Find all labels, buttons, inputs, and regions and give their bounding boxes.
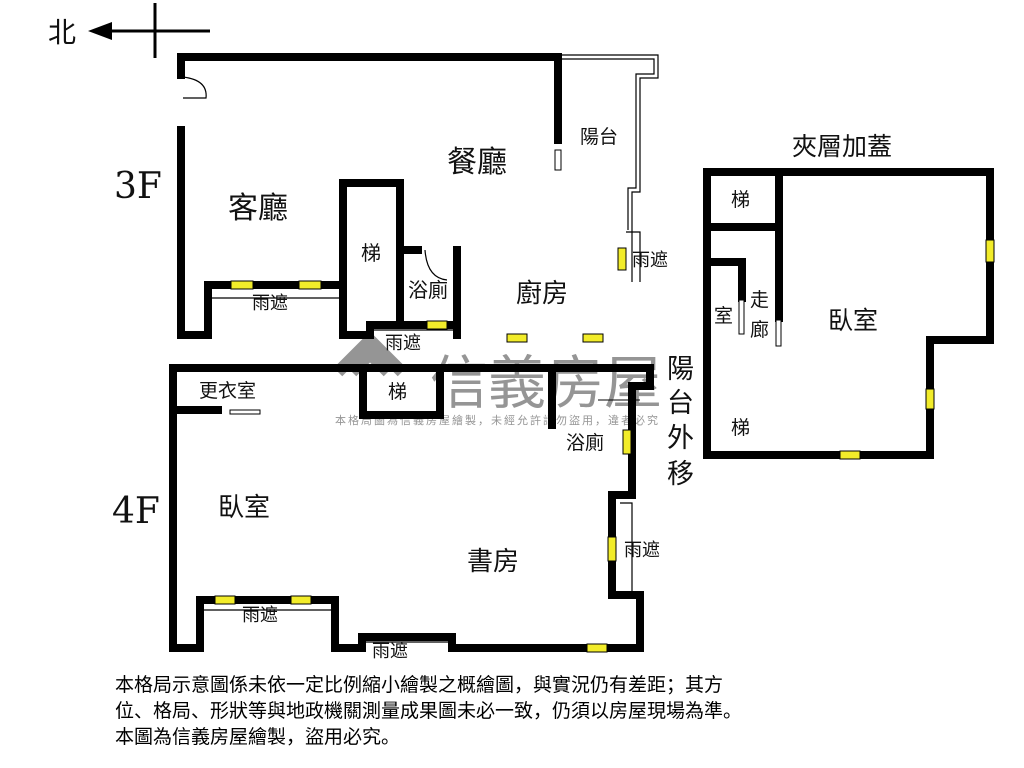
- window-icon: [586, 643, 608, 653]
- balcony-note-char: 陽: [667, 354, 694, 385]
- room-small: 室: [714, 305, 733, 327]
- window-icon: [925, 388, 935, 410]
- floor-label: 3F: [114, 166, 162, 207]
- window-icon: [985, 239, 995, 263]
- disclaimer-line: 本格局示意圖係未依一定比例縮小繪製之概繪圖，與實況仍有差距；其方: [115, 674, 724, 696]
- compass: 北: [48, 3, 210, 58]
- awning-label: 雨遮: [632, 250, 668, 271]
- room-balcony: 陽台: [580, 126, 618, 148]
- room-stairs: 梯: [361, 241, 381, 265]
- window-icon: [290, 595, 312, 605]
- window-icon: [426, 320, 448, 330]
- mezzanine-title: 夾層加蓋: [792, 132, 892, 161]
- awning-rail: [620, 502, 633, 594]
- room-kitchen: 廚房: [516, 279, 568, 309]
- room-bathroom: 浴廁: [408, 278, 448, 302]
- door-icon: [738, 299, 745, 335]
- awning-label: 雨遮: [372, 641, 408, 662]
- balcony-rail: [626, 231, 641, 282]
- room-bedroom: 臥室: [218, 493, 270, 523]
- window-icon: [622, 429, 632, 455]
- watermark-brand: 信義房屋: [430, 349, 662, 417]
- window-icon: [617, 247, 627, 271]
- balcony-note-char: 台: [667, 388, 694, 419]
- arrow-head-icon: [88, 22, 112, 40]
- door-icon: [182, 76, 207, 99]
- mezzanine: 夾層加蓋 梯 梯 室 走 廊 臥室: [703, 132, 995, 460]
- room-closet: 更衣室: [199, 380, 256, 402]
- balcony-rail: [562, 58, 655, 230]
- room-study: 書房: [467, 547, 519, 577]
- window-icon: [506, 333, 528, 343]
- window-icon: [214, 595, 236, 605]
- window-icon: [230, 280, 254, 290]
- north-label: 北: [48, 16, 76, 49]
- room-bathroom: 浴廁: [566, 431, 604, 454]
- disclaimer-line: 位、格局、形狀等與地政機關測量成果圖未必一致，仍須以房屋現場為準。: [115, 700, 743, 722]
- wall: [169, 364, 654, 652]
- balcony-rail: [560, 54, 659, 282]
- room-dining: 餐廳: [447, 145, 507, 180]
- room-bedroom: 臥室: [828, 306, 878, 335]
- door-icon: [424, 249, 448, 281]
- balcony-note-char: 移: [667, 459, 694, 490]
- window-icon: [582, 333, 604, 343]
- door-icon: [229, 409, 261, 415]
- floor-3f: 3F 客廳 餐廳 陽台 梯 浴廁 廚房 雨遮 雨遮 雨遮: [114, 53, 668, 354]
- window-icon: [298, 280, 322, 290]
- awning-label: 雨遮: [385, 333, 421, 354]
- awning-label: 雨遮: [252, 293, 288, 314]
- corridor-char: 走: [750, 289, 769, 311]
- window-icon: [607, 536, 617, 562]
- disclaimer: 本格局示意圖係未依一定比例縮小繪製之概繪圖，與實況仍有差距；其方 位、格局、形狀…: [115, 672, 742, 750]
- room-wall: [703, 258, 746, 302]
- floor-label: 4F: [112, 491, 160, 532]
- room-living: 客廳: [228, 191, 288, 226]
- door-icon: [554, 149, 562, 171]
- watermark: 信義房屋 本格局圖為信義房屋繪製，未經允許請勿盜用，違者必究: [333, 331, 662, 427]
- awning-label: 雨遮: [242, 605, 278, 626]
- balcony-note-char: 外: [667, 423, 694, 454]
- room-stairs: 梯: [388, 381, 407, 403]
- room-stairs-bottom: 梯: [731, 417, 750, 439]
- corridor-char: 廊: [750, 319, 769, 341]
- wall: [177, 53, 562, 144]
- stair-wall: [359, 364, 444, 419]
- disclaimer-line: 本圖為信義房屋繪製，盜用必究。: [115, 726, 401, 748]
- floor-4f: 4F 更衣室 梯 浴廁 臥室 書房 雨遮 雨遮 雨遮 陽 台 外 移: [112, 354, 694, 662]
- room-stairs-top: 梯: [731, 189, 750, 211]
- door-icon: [775, 319, 782, 347]
- wall: [703, 168, 994, 459]
- awning-label: 雨遮: [624, 540, 660, 561]
- window-icon: [839, 450, 861, 460]
